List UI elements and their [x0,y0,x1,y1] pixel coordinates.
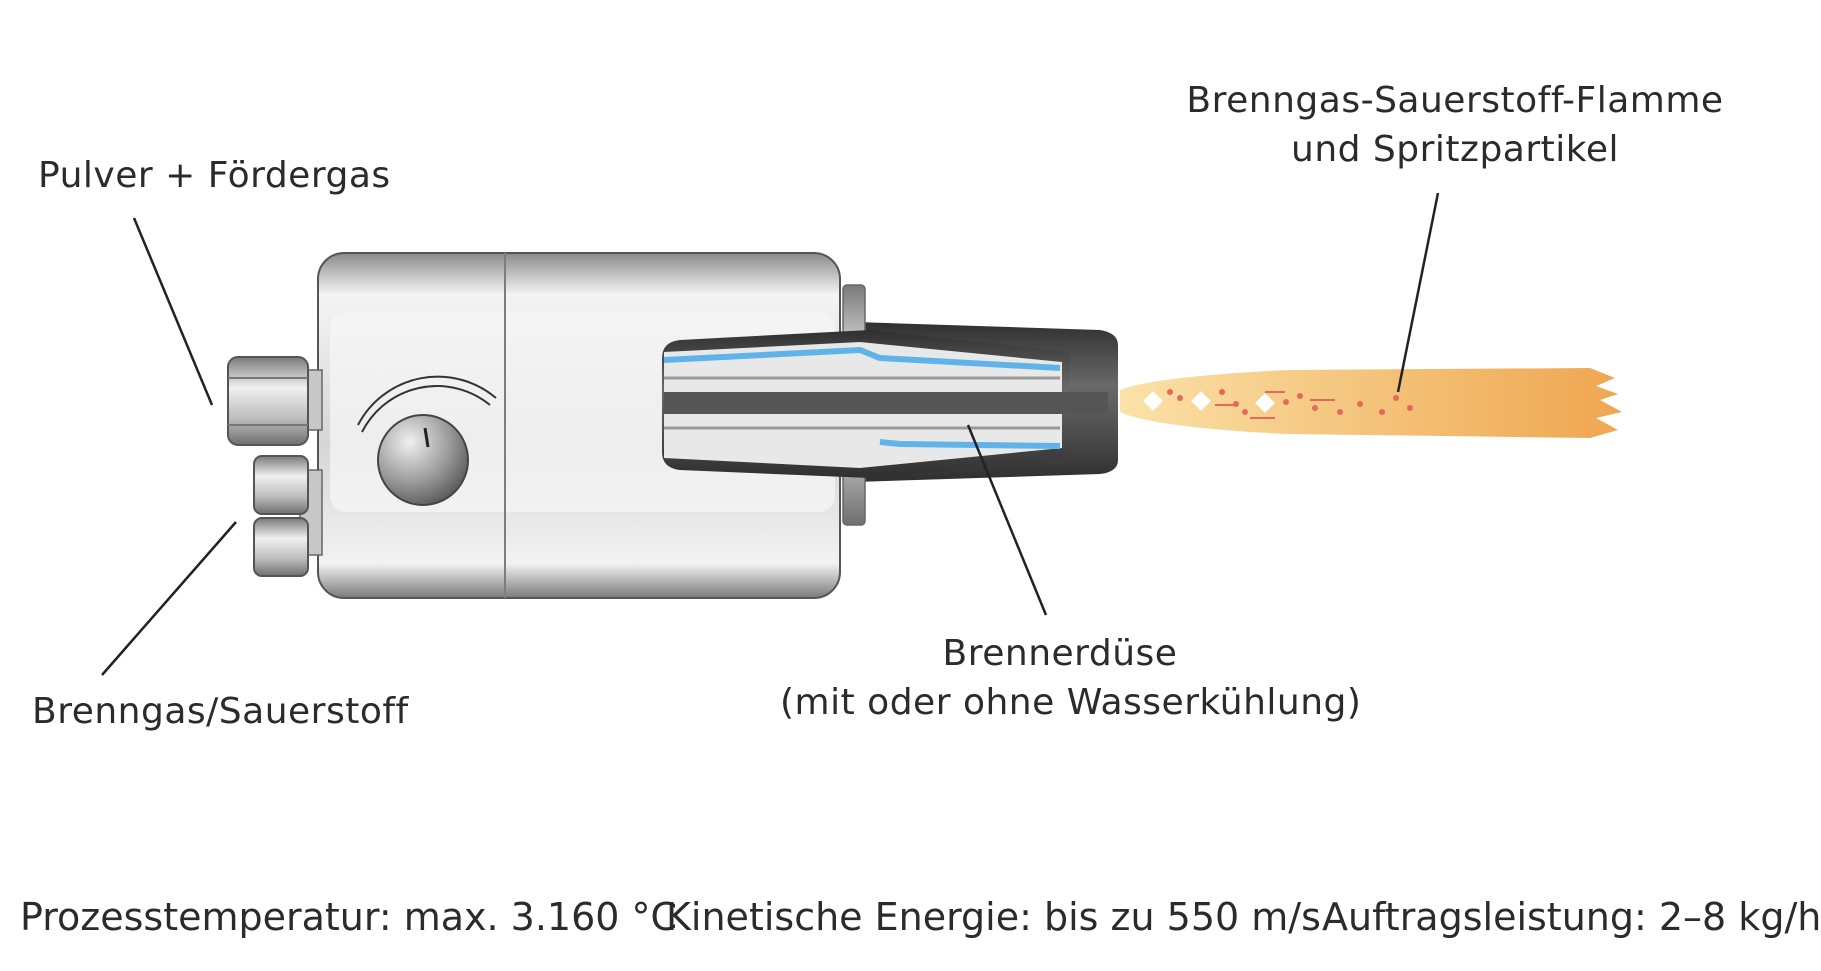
powder-connector-nut [227,356,309,446]
knob-pointer [423,427,430,448]
label-fuel-gas: Brenngas/Sauerstoff [32,691,409,732]
footer-energy: Kinetische Energie: bis zu 550 m/s [666,895,1321,939]
flame [1120,368,1622,438]
label-flame: Brenngas-Sauerstoff-Flamme und Spritzpar… [1185,77,1725,174]
label-nozzle-line2: (mit oder ohne Wasserkühlung) [780,681,1362,723]
leader-fuel-gas [101,521,237,676]
gas-connector-nut-lower [253,517,309,577]
label-flame-line1: Brenngas-Sauerstoff-Flamme [1186,80,1724,121]
label-nozzle-line1: Brennerdüse [942,633,1178,674]
leader-nozzle [966,424,1048,616]
dial-scale-inner [361,385,491,433]
label-nozzle: Brennerdüse (mit oder ohne Wasserkühlung… [780,630,1362,727]
gas-connector-nut-upper [253,455,309,515]
coolant-channel-bottom [879,439,1061,449]
label-flame-line2: und Spritzpartikel [1291,128,1619,170]
label-powder: Pulver + Fördergas [38,155,391,196]
leader-powder [132,217,214,406]
adjust-knob [377,414,469,506]
coolant-channel-top [663,346,1061,371]
dial-scale [357,375,497,426]
spray-particles [1143,389,1413,419]
footer-temperature: Prozesstemperatur: max. 3.160 °C [20,895,678,939]
nozzle-bore [664,392,1108,414]
leader-flame [1396,192,1440,393]
footer-deposition: Auftragsleistung: 2–8 kg/h [1322,895,1821,939]
